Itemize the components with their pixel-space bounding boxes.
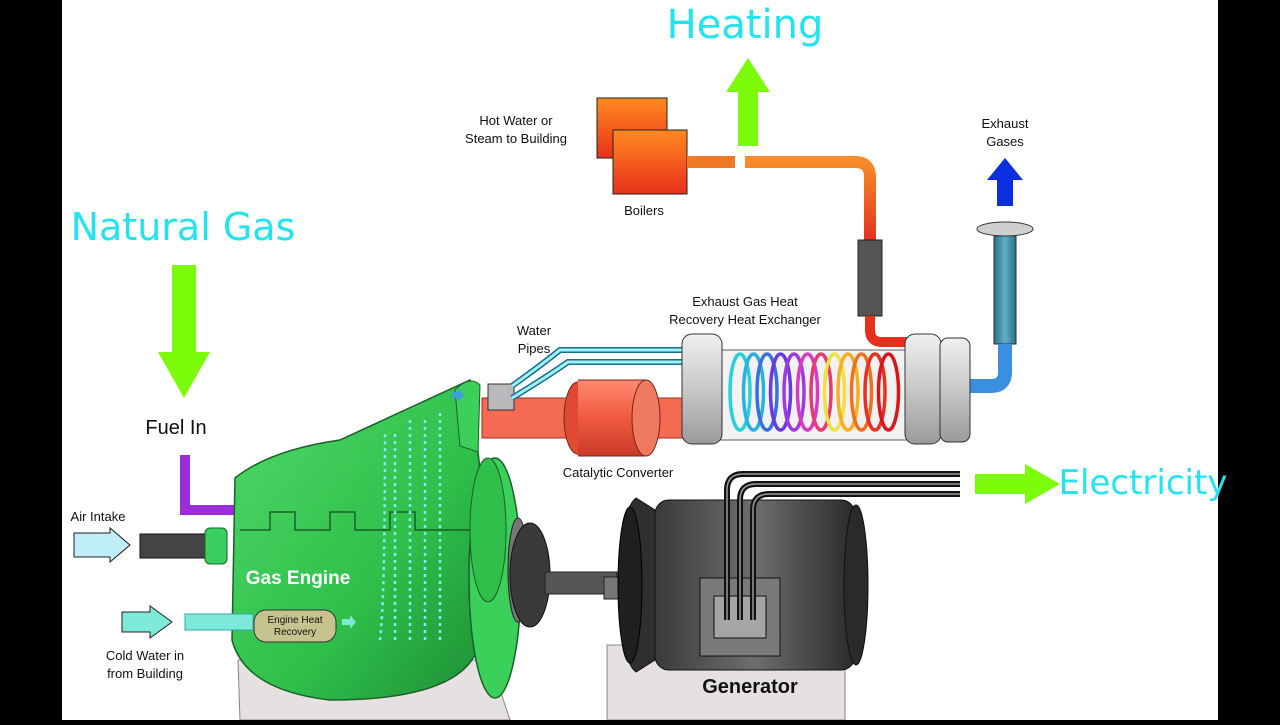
air-intake-coupling <box>204 527 228 565</box>
coil-loop <box>863 352 887 432</box>
drive-coupling <box>507 517 623 628</box>
air-intake-pipe <box>139 533 209 559</box>
exhaust-stack <box>968 221 1034 393</box>
catalytic-converter <box>563 379 661 457</box>
hot-water-label-2: Steam to Building <box>465 131 567 146</box>
electricity-title: Electricity <box>1059 463 1228 503</box>
exchanger-label-1: Exhaust Gas Heat <box>692 294 798 309</box>
heating-up-arrow <box>726 58 770 146</box>
coil-loop <box>768 352 793 432</box>
cold-water-label-2: from Building <box>107 666 183 681</box>
coil-loop <box>782 352 806 432</box>
water-pipes-label-2: Pipes <box>518 341 551 356</box>
coolant-out-arrow <box>452 388 464 402</box>
coil-loop <box>809 352 833 432</box>
exhaust-up-arrow <box>987 158 1023 206</box>
exhaust-label-1: Exhaust <box>982 116 1029 131</box>
boilers <box>596 97 688 195</box>
cold-water-label-1: Cold Water in <box>106 648 184 663</box>
cold-water-pipe <box>184 613 254 631</box>
engine-heat-label-2: Recovery <box>274 627 316 638</box>
gas-engine-label: Gas Engine <box>246 568 351 589</box>
coil-loop <box>755 352 779 432</box>
coil-loop <box>822 352 847 432</box>
boilers-label: Boilers <box>624 203 664 218</box>
engine-heat-recovery-box <box>253 609 337 643</box>
engine-heat-label-1: Engine Heat <box>267 615 322 626</box>
catalytic-converter-label: Catalytic Converter <box>563 465 674 480</box>
heating-title: Heating <box>667 2 824 48</box>
coil-loop <box>728 352 752 432</box>
coil-loop <box>849 352 874 432</box>
electricity-arrow <box>975 464 1060 504</box>
exhaust-label-2: Gases <box>986 134 1024 149</box>
coil-loop <box>795 352 820 432</box>
air-intake-label: Air Intake <box>71 509 126 524</box>
hot-water-pipe <box>687 156 912 347</box>
fuel-pipe <box>180 455 235 515</box>
exchanger-label-2: Recovery Heat Exchanger <box>669 312 821 327</box>
heat-exchanger-coils <box>728 352 901 432</box>
generator-label: Generator <box>702 676 798 698</box>
fuel-in-label: Fuel In <box>145 417 206 439</box>
hot-water-label-1: Hot Water or <box>479 113 553 128</box>
coil-loop <box>836 352 860 432</box>
coil-loop <box>876 352 901 432</box>
coil-loop <box>741 352 766 432</box>
natural-gas-title: Natural Gas <box>71 205 296 249</box>
cold-water-arrow <box>121 605 173 639</box>
air-intake-arrow <box>73 526 131 564</box>
heat-exchanger <box>681 333 971 445</box>
heat-recovery-arrow <box>342 615 356 629</box>
natural-gas-down-arrow <box>158 265 210 398</box>
water-pipes-label-1: Water <box>517 323 552 338</box>
water-pipes <box>510 347 690 401</box>
